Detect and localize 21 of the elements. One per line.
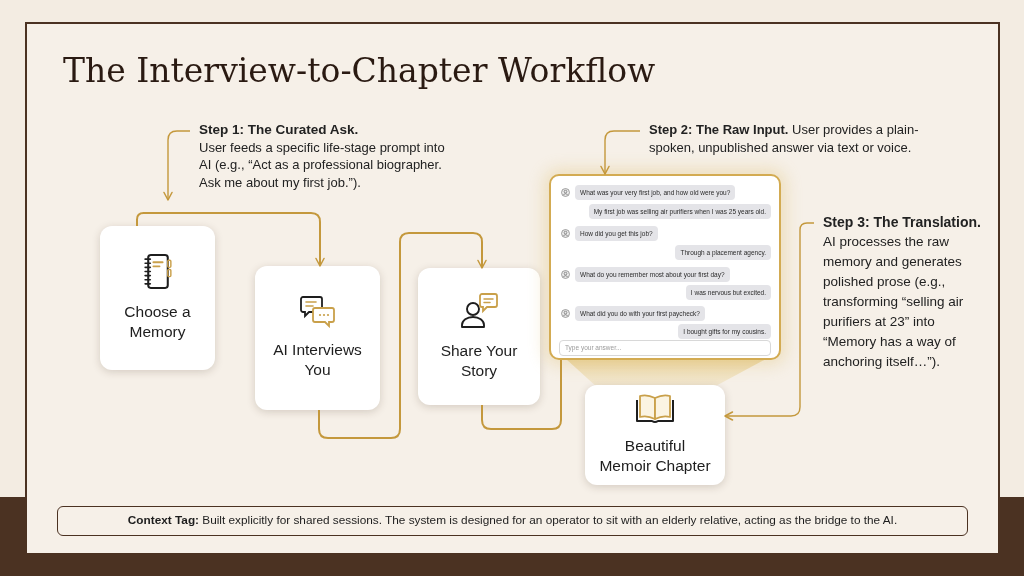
step-heading: Step 3: The Translation. [823, 213, 982, 232]
step-title: Beautiful Memoir Chapter [598, 436, 712, 476]
chat-window [549, 174, 781, 360]
diagram-title: The Interview-to-Chapter Workflow [63, 54, 656, 87]
leader-arrow [600, 130, 641, 175]
connector-arrow [318, 232, 487, 439]
step-card [418, 268, 540, 405]
step-heading: Step 1: The Curated Ask. [199, 121, 360, 139]
step-description: User feeds a specific life-stage prompt into AI (e.g., “Act as a professional biographer. Ask me about my first job.”). [199, 138, 446, 191]
connector-line [481, 359, 562, 430]
step-title: Share Your Story [439, 340, 519, 381]
step-card [255, 266, 380, 410]
step-card [100, 226, 215, 370]
leader-arrow [163, 130, 191, 201]
leader-arrow [724, 222, 815, 421]
step-title: AI Interviews You [272, 340, 363, 380]
context-note: Context Tag: Built explicitly for shared sessions. The system is designed for an operator to sit with an elderly relative, acting as the bridge to the AI. [57, 506, 968, 536]
step-description: AI processes the raw memory and generates polished prose (e.g., transforming “selling air purifiers at 23” into “Memory has a way of anchoring itself…”). [823, 233, 965, 371]
step-card [585, 385, 725, 485]
step-title: Choose a Memory [123, 302, 192, 342]
step-description: Step 2: The Raw Input. User provides a plain-spoken, unpublished answer via text or voice. [640, 121, 936, 156]
